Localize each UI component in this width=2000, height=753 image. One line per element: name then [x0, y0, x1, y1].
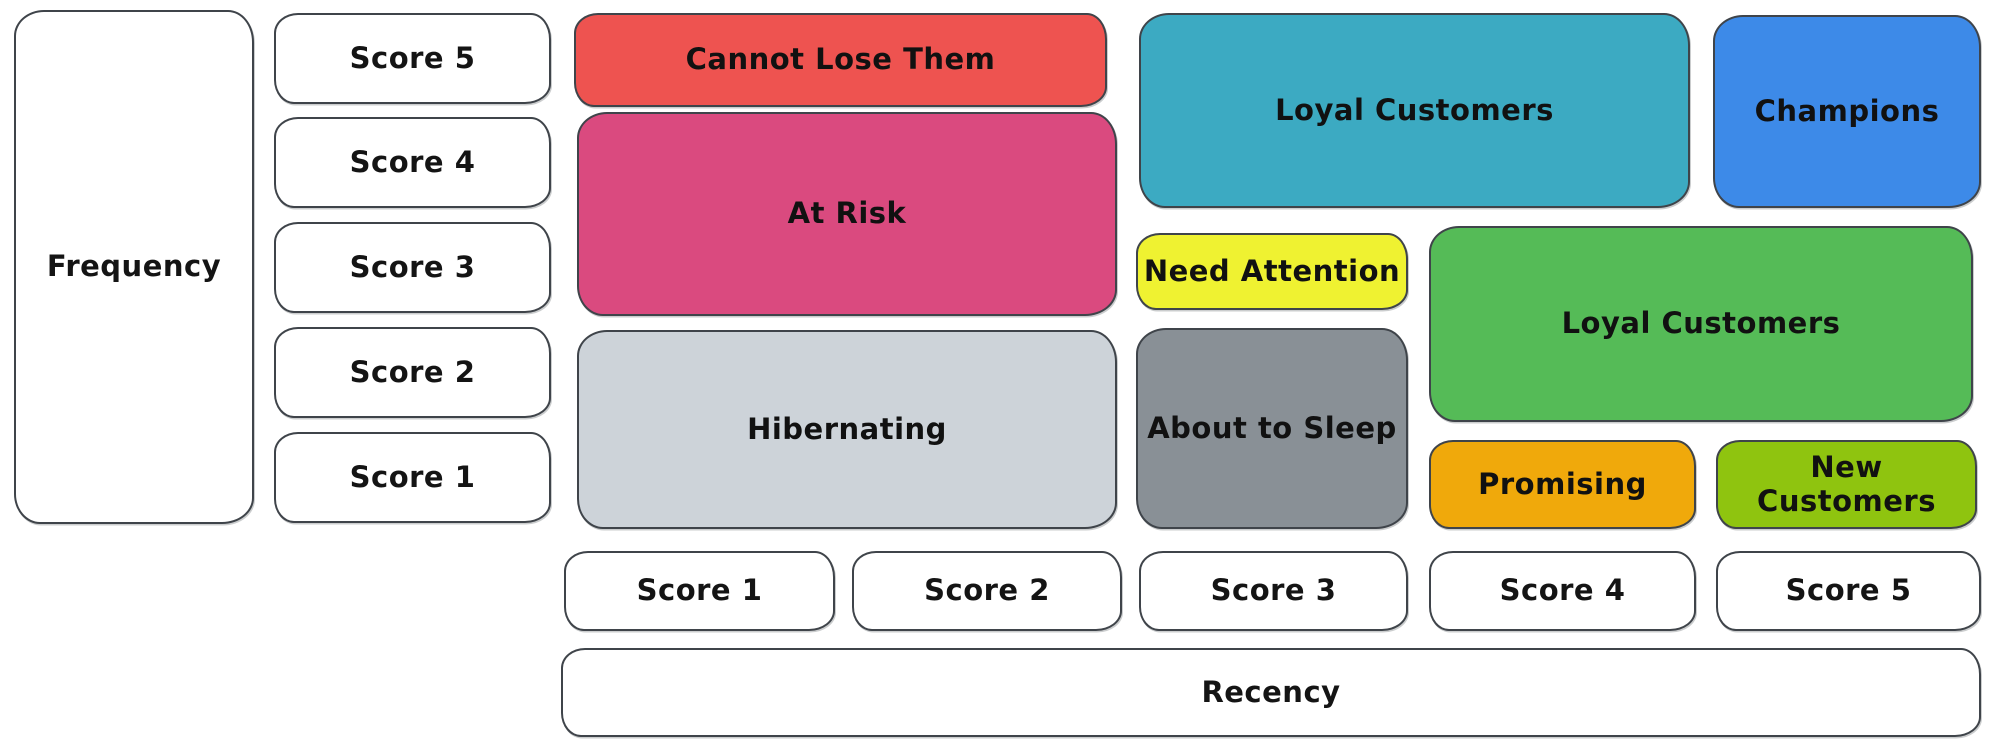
segment-champions: Champions	[1713, 15, 1981, 208]
segment-new-customers: New Customers	[1716, 440, 1977, 529]
recency-score-5-label: Score 5	[1785, 573, 1912, 608]
frequency-score-4-box: Score 4	[274, 117, 551, 208]
frequency-score-4-label: Score 4	[349, 144, 476, 179]
recency-score-3-box: Score 3	[1139, 551, 1408, 631]
segment-loyal-customers-top: Loyal Customers	[1139, 13, 1690, 208]
recency-score-2-box: Score 2	[852, 551, 1122, 631]
frequency-axis-label: Frequency	[46, 249, 222, 284]
frequency-score-1-box: Score 1	[274, 432, 551, 523]
frequency-score-1-label: Score 1	[349, 459, 476, 494]
segment-hibernating: Hibernating	[577, 330, 1117, 529]
segment-at-risk: At Risk	[577, 112, 1117, 316]
recency-score-2-label: Score 2	[924, 573, 1050, 608]
segment-loyal-customers-right-label: Loyal Customers	[1561, 306, 1841, 341]
frequency-score-2-box: Score 2	[274, 327, 551, 418]
frequency-score-3-label: Score 3	[349, 249, 476, 284]
recency-score-4-box: Score 4	[1429, 551, 1696, 631]
segment-at-risk-label: At Risk	[787, 196, 907, 231]
recency-score-4-label: Score 4	[1499, 573, 1626, 608]
segment-promising-label: Promising	[1478, 466, 1647, 501]
segment-about-to-sleep: About to Sleep	[1136, 328, 1408, 529]
segment-loyal-customers-top-label: Loyal Customers	[1275, 92, 1554, 127]
segment-loyal-customers-right: Loyal Customers	[1429, 226, 1973, 422]
segment-need-attention-label: Need Attention	[1143, 253, 1401, 288]
segment-hibernating-label: Hibernating	[747, 411, 947, 446]
segment-cannot-lose-them-label: Cannot Lose Them	[685, 42, 996, 77]
segment-about-to-sleep-label: About to Sleep	[1147, 410, 1397, 445]
segment-champions-label: Champions	[1754, 93, 1940, 128]
recency-axis-box: Recency	[561, 648, 1981, 737]
segment-promising: Promising	[1429, 440, 1696, 529]
frequency-score-3-box: Score 3	[274, 222, 551, 313]
frequency-score-2-label: Score 2	[349, 354, 476, 389]
frequency-axis-box: Frequency	[14, 10, 254, 524]
recency-score-5-box: Score 5	[1716, 551, 1981, 631]
recency-score-1-box: Score 1	[564, 551, 835, 631]
segment-need-attention: Need Attention	[1136, 233, 1408, 310]
frequency-score-5-box: Score 5	[274, 13, 551, 104]
segment-new-customers-label: New Customers	[1757, 450, 1936, 518]
recency-axis-label: Recency	[1201, 674, 1341, 709]
recency-score-1-label: Score 1	[636, 573, 763, 608]
segment-cannot-lose-them: Cannot Lose Them	[574, 13, 1107, 107]
frequency-score-5-label: Score 5	[349, 40, 476, 75]
recency-score-3-label: Score 3	[1210, 573, 1337, 608]
